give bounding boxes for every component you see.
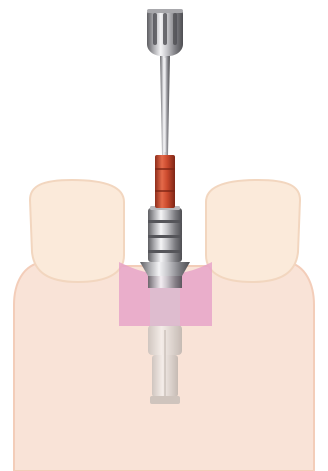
color-coded-sleeve: [155, 155, 175, 208]
screwdriver-handle: [147, 9, 183, 56]
implant-body: [148, 325, 182, 404]
right-tooth: [206, 180, 300, 282]
abutment-screw: [148, 206, 182, 262]
screwdriver-shaft: [160, 54, 170, 155]
left-tooth: [30, 180, 124, 282]
